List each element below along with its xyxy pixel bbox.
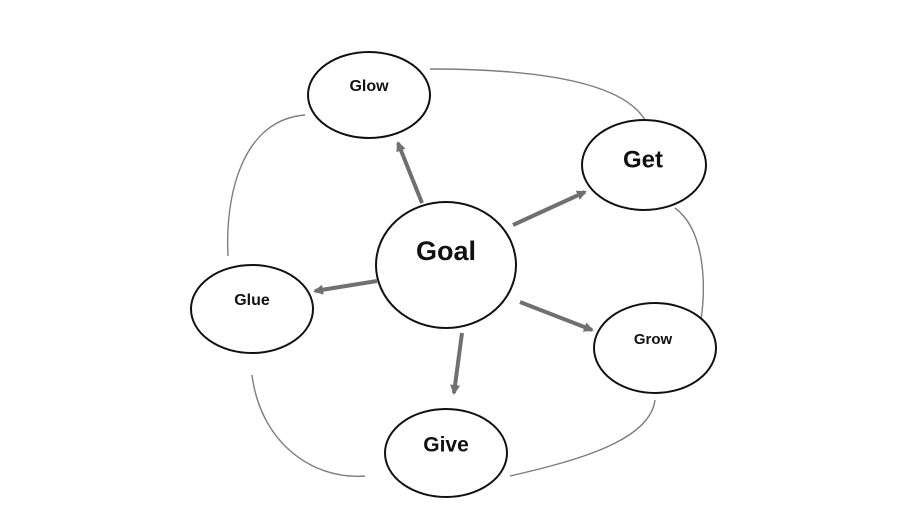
node-grow: Grow	[593, 302, 717, 394]
arrow-goal-to-give	[450, 332, 464, 395]
connector-glow-get	[429, 68, 646, 121]
node-glow: Glow	[307, 51, 431, 139]
node-get-label: Get	[623, 146, 663, 173]
arrow-goal-to-grow	[519, 300, 594, 332]
node-glue-shape	[190, 264, 314, 354]
node-glow-shape	[307, 51, 431, 139]
connector-get-grow	[674, 207, 704, 321]
arrow-goal-to-glue	[313, 279, 378, 295]
node-goal-shape	[375, 201, 517, 329]
node-give-shape	[384, 408, 508, 498]
node-goal-label: Goal	[416, 236, 476, 266]
arrow-goal-to-get	[512, 190, 587, 227]
node-goal: Goal	[375, 201, 517, 329]
node-grow-shape	[593, 302, 717, 394]
connector-grow-give	[509, 399, 656, 477]
connector-glue-glow	[226, 114, 306, 257]
connector-give-glue	[251, 374, 366, 477]
node-grow-label: Grow	[634, 331, 673, 348]
node-glue-label: Glue	[234, 292, 270, 309]
node-glue: Glue	[190, 264, 314, 354]
node-get-shape	[581, 119, 707, 211]
node-get: Get	[581, 119, 707, 211]
node-glow-label: Glow	[349, 78, 389, 95]
node-give-label: Give	[423, 434, 469, 457]
arrow-goal-to-glow	[396, 141, 424, 204]
node-give: Give	[384, 408, 508, 498]
